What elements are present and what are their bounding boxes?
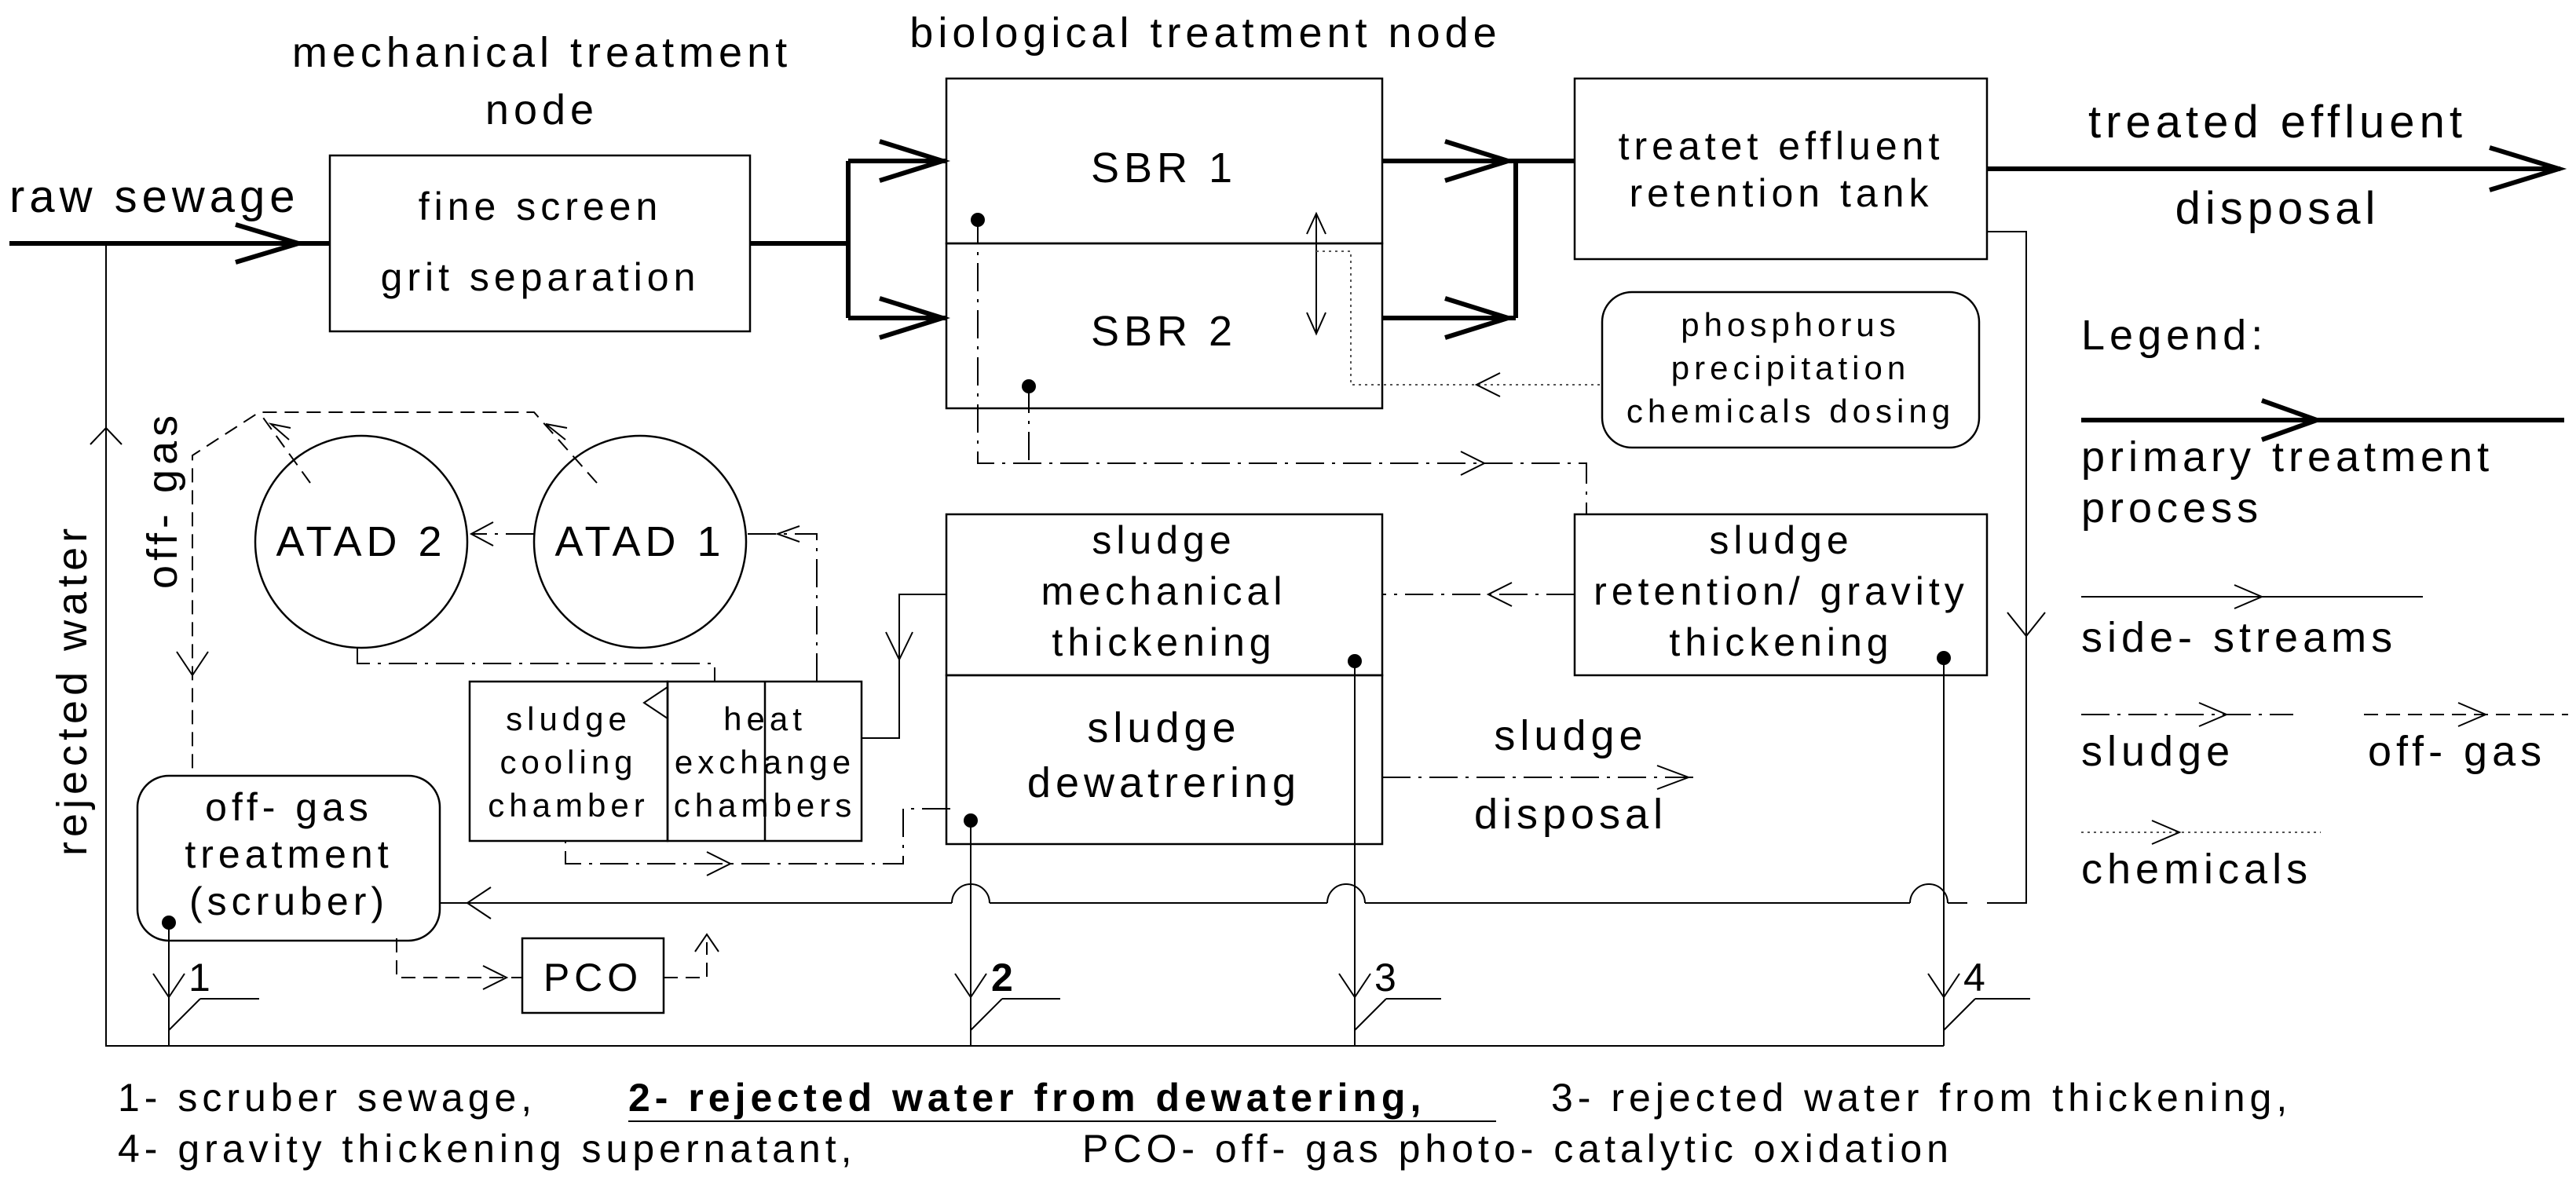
sbr2-box bbox=[945, 242, 1384, 410]
phosphorus-label-3: chemicals dosing bbox=[1626, 393, 1955, 429]
dewatering-box bbox=[945, 674, 1384, 846]
off-gas-vertical-label: off- gas bbox=[139, 411, 186, 589]
cooling-label-1: sludge bbox=[506, 700, 631, 737]
sludge-lines bbox=[357, 216, 1696, 876]
legend-chemicals: chemicals bbox=[2081, 846, 2312, 893]
atad1-circle bbox=[532, 434, 748, 649]
atad1-label: ATAD 1 bbox=[554, 518, 725, 565]
sbr2-label: SBR 2 bbox=[1091, 308, 1237, 355]
cooling-label-3: chamber bbox=[488, 787, 649, 824]
scrubber-label-1: off- gas bbox=[205, 785, 373, 829]
atad2-label: ATAD 2 bbox=[276, 518, 446, 565]
side-stream-lines bbox=[90, 211, 2046, 1047]
sludge-disposal-label-2: disposal bbox=[1474, 791, 1667, 838]
screen-label-2: grit separation bbox=[381, 255, 701, 299]
pco-box bbox=[521, 937, 665, 1014]
cooling-label-2: cooling bbox=[499, 744, 637, 780]
marker-3: 3 bbox=[1374, 956, 1401, 1000]
effluent-label-1: treated effluent bbox=[2088, 97, 2467, 148]
mechanical-node-title-2: node bbox=[485, 86, 598, 133]
atad2-circle bbox=[254, 434, 469, 649]
dewatering-label-1: sludge bbox=[1087, 704, 1240, 751]
marker-4: 4 bbox=[1963, 956, 1990, 1000]
retention-label-2: retention tank bbox=[1630, 171, 1934, 215]
phosphorus-label-2: precipitation bbox=[1671, 349, 1910, 386]
marker-1: 1 bbox=[188, 956, 215, 1000]
heat-label-2: exchange bbox=[675, 744, 855, 780]
rejected-water-label: rejected water bbox=[49, 524, 96, 856]
phosphorus-label-1: phosphorus bbox=[1681, 306, 1901, 343]
sludge-disposal-label-1: sludge bbox=[1494, 712, 1647, 759]
footnote-3: 3- rejected water from thickening, bbox=[1551, 1076, 2292, 1120]
mech-thick-label-1: sludge bbox=[1092, 518, 1235, 562]
scrubber-label-2: treatment bbox=[185, 832, 393, 876]
offgas-lines bbox=[176, 411, 719, 990]
sbr1-label: SBR 1 bbox=[1091, 144, 1237, 192]
legend-title: Legend: bbox=[2081, 312, 2267, 359]
retention-tank-box bbox=[1573, 77, 1989, 261]
mech-thick-label-3: thickening bbox=[1052, 620, 1275, 664]
mech-thick-label-2: mechanical bbox=[1041, 569, 1287, 613]
primary-flow-lines bbox=[9, 139, 2567, 340]
scrubber-box bbox=[136, 774, 441, 942]
footnote-4: 4- gravity thickening supernatant, bbox=[118, 1127, 857, 1171]
legend-offgas: off- gas bbox=[2368, 728, 2546, 775]
mechanical-node-title: mechanical treatment bbox=[292, 29, 792, 76]
legend-side: side- streams bbox=[2081, 614, 2397, 661]
retention-label-1: treatet effluent bbox=[1619, 124, 1945, 168]
footnotes: 1- scruber sewage, 2- rejected water fro… bbox=[118, 1076, 2292, 1171]
footnote-2: 2- rejected water from dewatering, bbox=[628, 1076, 1425, 1120]
footnote-1: 1- scruber sewage, bbox=[118, 1076, 536, 1120]
legend-primary-1: primary treatment bbox=[2081, 433, 2494, 481]
gravity-label-3: thickening bbox=[1669, 620, 1893, 664]
biological-node-title: biological treatment node bbox=[909, 9, 1501, 57]
dewatering-label-2: dewatrering bbox=[1027, 759, 1301, 806]
gravity-label-1: sludge bbox=[1709, 518, 1853, 562]
phosphorus-dosing-box bbox=[1601, 291, 1981, 449]
effluent-label-2: disposal bbox=[2175, 183, 2380, 234]
legend-sludge: sludge bbox=[2081, 728, 2234, 775]
raw-sewage-label: raw sewage bbox=[9, 171, 299, 222]
fine-screen-box bbox=[328, 154, 752, 333]
legend-primary-2: process bbox=[2081, 484, 2263, 532]
scrubber-label-3: (scruber) bbox=[189, 879, 389, 923]
heat-label-1: heat bbox=[723, 700, 807, 737]
marker-2: 2 bbox=[991, 956, 1018, 1000]
chemicals-line bbox=[1316, 250, 1602, 397]
heat-label-3: chambers bbox=[674, 787, 856, 824]
pco-label: PCO bbox=[543, 956, 642, 1000]
legend: Legend: primary treatment process side- … bbox=[2081, 312, 2568, 893]
screen-label-1: fine screen bbox=[419, 185, 663, 228]
footnote-5: PCO- off- gas photo- catalytic oxidation bbox=[1082, 1127, 1953, 1171]
gravity-label-2: retention/ gravity bbox=[1594, 569, 1969, 613]
